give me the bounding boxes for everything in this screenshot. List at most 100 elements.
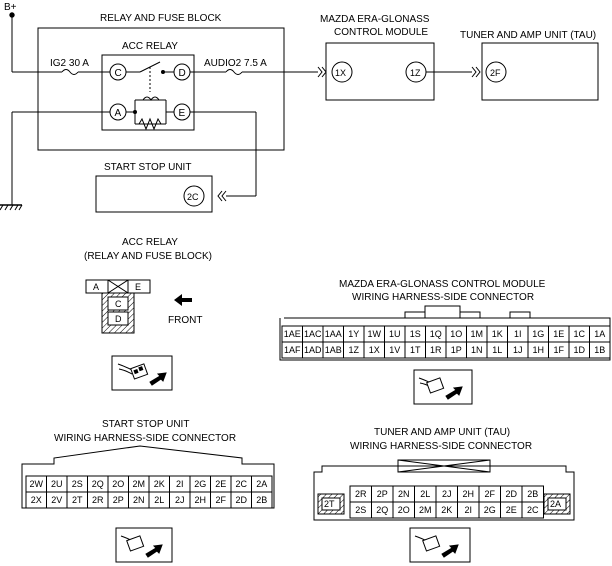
ssu_connector-pin-label: 2J [175,495,185,505]
tau-terminal-2f [485,61,507,83]
era_connector-pin-label: 1AF [284,345,301,355]
era_connector-pin-label: 1AE [284,329,301,339]
era_connector-pin-label: 1U [389,329,401,339]
ssu_connector-pin-label: 2E [215,479,226,489]
tau_connector-pin-label: 2B [527,489,538,499]
tau_connector-pin-label: 2F [484,489,495,499]
acc-cell-a-label: A [93,282,99,292]
ssu_connector-pin-label: 2Q [92,479,104,489]
era_connector-pin-label: 1J [513,345,523,355]
ssu_connector-pin-label: 2L [154,495,164,505]
era-title-line2: CONTROL MODULE [334,27,428,38]
ssu-connector: START STOP UNIT WIRING HARNESS-SIDE CONN… [21,419,275,563]
tau_connector-pin-label: 2H [462,489,474,499]
era-title-line1: MAZDA ERA-GLONASS [320,14,430,25]
power-label: B+ [4,2,17,13]
ssu_connector-pin-label: 2G [194,479,206,489]
era_connector-pin-label: 1P [451,345,462,355]
era_connector-pin-label: 1H [532,345,544,355]
acc-cell-e [127,279,151,294]
era-conn-housing [279,311,611,361]
tau-conn-title-line2: WIRING HARNESS-SIDE CONNECTOR [350,441,532,452]
tau_connector-pin-label: 2P [377,489,388,499]
era_connector-pin-label: 1Q [430,329,442,339]
ground-symbol [0,204,23,211]
era_connector-pin-label: 1L [492,345,502,355]
ssu-connector-view [115,527,173,563]
ssu_connector-pin-label: 2H [194,495,206,505]
ssu_connector-pin-label: 2W [30,479,44,489]
tau_connector-pin-label: 2Q [376,505,388,515]
acc-plug-icon [117,363,167,386]
tau_connector-pin-label: 2I [464,505,472,515]
tau-conn-housing [313,465,575,521]
tau_connector-pin-label: 2N [398,489,410,499]
ssu_connector-pin-label: 2I [176,479,184,489]
acc-cell-c-label: C [115,299,122,309]
ssu_connector-pin-label: 2K [154,479,165,489]
tau_connector-pin-label: 2J [442,489,452,499]
era_connector-pin-label: 1V [389,345,400,355]
ssu_connector-pin-label: 2A [256,479,267,489]
tau_connector-pin-label: 2L [420,489,430,499]
era_connector-pin-label: 1R [430,345,442,355]
tau-connector: TUNER AND AMP UNIT (TAU) WIRING HARNESS-… [313,427,575,563]
relay-resistor [138,117,162,131]
relay-coil [142,96,160,101]
era_connector-pin-label: 1N [471,345,483,355]
acc-cell-d [107,311,129,326]
ssu_connector-pin-label: 2M [132,479,145,489]
era_connector-pin-label: 1C [573,329,585,339]
ssu_connector-pin-label: 2V [51,495,62,505]
acc-title-line2: (RELAY AND FUSE BLOCK) [84,251,212,262]
era_connector-pin-label: 1I [514,329,522,339]
era_connector-pin-label: 1G [532,329,544,339]
ssu-title: START STOP UNIT [104,162,191,173]
acc-cell-c [107,296,129,311]
tau-side-left-label: 2T [324,499,335,509]
tau_connector-pin-label: 2R [355,489,367,499]
era_connector-pin-label: 1W [368,329,382,339]
era-connector-view [413,369,473,405]
tau_connector-pin-label: 2S [355,505,366,515]
start-stop-unit [95,175,213,213]
terminal-c-label: C [115,68,122,79]
era_connector-pin-label: 1Y [348,329,359,339]
era_connector-pin-label: 1K [492,329,503,339]
ssu_connector-pin-label: 2C [235,479,247,489]
relay-block-title: RELAY AND FUSE BLOCK [100,13,222,24]
tau-connector-view [409,527,471,563]
era-connector: MAZDA ERA-GLONASS CONTROL MODULE WIRING … [279,279,611,405]
tau-term-2f-label: 2F [490,68,501,78]
fuse-ig2-label: IG2 30 A [50,58,89,69]
ssu_connector-pin-label: 2R [92,495,104,505]
power-terminal [9,12,15,18]
terminal-d-label: D [179,68,186,79]
terminal-a-label: A [115,108,122,119]
schematic [0,12,599,213]
acc-title-line1: ACC RELAY [122,237,178,248]
era_connector-pin-label: 1T [410,345,421,355]
era-term-1z-label: 1Z [410,68,421,78]
ssu_connector-pin-label: 2X [31,495,42,505]
ssu-terminal-2c [183,185,205,207]
era_connector-pin-label: 1S [410,329,421,339]
tau_connector-pin-label: 2M [419,505,432,515]
ssu-conn-title-line1: START STOP UNIT [102,419,189,430]
tau_connector-pin-label: 2K [441,505,452,515]
era-terminal-1x [331,61,353,83]
era-conn-title-line2: WIRING HARNESS-SIDE CONNECTOR [352,292,534,303]
tau_connector-pin-label: 2O [398,505,410,515]
front-label: FRONT [168,315,202,326]
era_connector-pin-label: 1O [450,329,462,339]
era_connector-pin-label: 1A [594,329,605,339]
era-term-1x-label: 1X [335,68,346,78]
era_connector-pin-label: 1F [553,345,564,355]
ssu_connector-pin-label: 2S [72,479,83,489]
ssu_connector-pin-label: 2F [215,495,226,505]
tau_connector-pin-label: 2E [506,505,517,515]
fuse-audio2-symbol [225,69,243,75]
relay-fuse-block [37,27,285,151]
tau_connector-pin-label: 2C [527,505,539,515]
